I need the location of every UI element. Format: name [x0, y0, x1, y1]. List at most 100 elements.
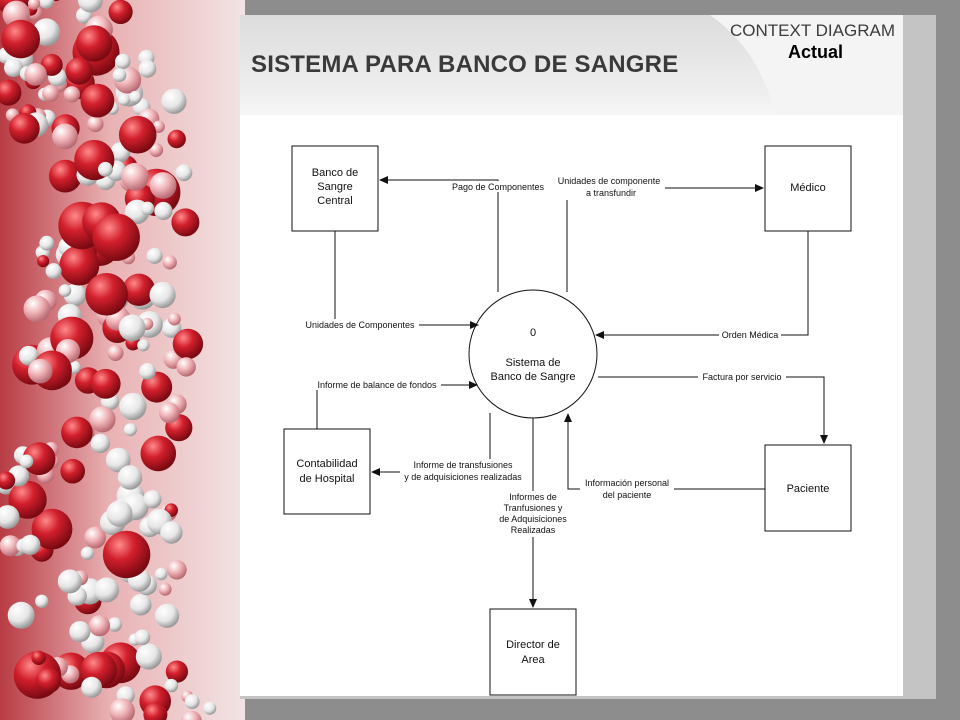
entity-contabilidad-line2: de Hospital: [299, 473, 354, 485]
blood-cell-bead: [27, 0, 41, 10]
blood-cell-bead: [154, 201, 173, 221]
svg-text:Orden Médica: Orden Médica: [722, 330, 779, 340]
svg-text:Informe de balance de fondos: Informe de balance de fondos: [317, 380, 437, 390]
blood-cell-bead: [89, 406, 116, 433]
entity-director-line2: Area: [521, 654, 545, 666]
blood-cell-bead: [107, 345, 124, 361]
svg-text:de Adquisiciones: de Adquisiciones: [499, 514, 567, 524]
blood-cell-bead: [40, 53, 63, 76]
blood-cell-bead: [143, 702, 168, 720]
blood-cell-bead: [27, 358, 53, 384]
blood-cell-bead: [0, 505, 20, 529]
blood-cell-bead: [69, 621, 91, 643]
entity-banco-line3: Central: [317, 195, 352, 207]
blood-cell-bead: [155, 567, 168, 581]
blood-cell-bead: [19, 454, 34, 469]
blood-cell-bead: [143, 490, 162, 509]
blood-cell-bead: [31, 508, 73, 550]
blood-cell-bead: [88, 615, 111, 637]
blood-cell-bead: [81, 676, 103, 698]
flow-label-informes-director: Informes de Tranfusiones y de Adquisicio…: [492, 491, 574, 537]
diagram-panel: SISTEMA PARA BANCO DE SANGRE CONTEXT DIA…: [240, 15, 903, 696]
blood-cell-bead: [176, 357, 196, 377]
flow-unidades-transfundir: [566, 184, 764, 292]
blood-cell-bead: [80, 83, 115, 118]
blood-cell-bead: [106, 447, 131, 473]
flow-label-informe-balance: Informe de balance de fondos: [313, 379, 441, 390]
blood-cell-bead: [139, 363, 156, 380]
blood-cell-bead: [60, 458, 85, 484]
blood-cell-bead: [58, 284, 72, 297]
blood-cell-bead: [119, 392, 147, 421]
svg-text:Unidades de componente: Unidades de componente: [558, 176, 661, 186]
flow-pago-componentes: [379, 176, 499, 292]
blood-cell-bead: [0, 535, 21, 557]
blood-cell-bead: [158, 582, 172, 596]
blood-cell-bead: [65, 57, 93, 85]
entity-director-area: Director de Area: [489, 608, 577, 696]
blood-cell-bead: [134, 629, 151, 646]
flow-label-unidades-transfundir: Unidades de componente a transfundir: [553, 175, 665, 200]
flow-label-orden-medica: Orden Médica: [719, 329, 781, 340]
svg-text:Informes de: Informes de: [509, 492, 557, 502]
entity-paciente-label: Paciente: [787, 483, 830, 495]
entity-banco-line1: Banco de: [312, 167, 358, 179]
blood-cell-bead: [102, 530, 151, 579]
entity-banco-sangre-central: Banco de Sangre Central: [291, 145, 379, 232]
entity-contabilidad-line1: Contabilidad: [296, 458, 357, 470]
blood-cell-bead: [0, 471, 16, 490]
flow-label-factura: Factura por servicio: [698, 371, 786, 382]
blood-cell-bead: [184, 694, 200, 710]
svg-text:y de adquisiciones realizadas: y de adquisiciones realizadas: [404, 472, 522, 482]
flow-label-informacion-personal: Información personal del paciente: [580, 477, 674, 501]
entity-director-line1: Director de: [506, 639, 560, 651]
blood-cell-bead: [39, 235, 55, 251]
process-line2: Banco de Sangre: [490, 371, 575, 383]
blood-cell-bead: [165, 660, 188, 683]
blood-cell-bead: [162, 255, 177, 270]
blood-cell-bead: [161, 88, 187, 114]
blood-cell-bead: [45, 263, 62, 280]
svg-text:Informe de transfusiones: Informe de transfusiones: [413, 460, 513, 470]
blood-cell-bead: [203, 701, 217, 715]
diagram-type-label: CONTEXT DIAGRAM: [730, 21, 895, 40]
blood-cell-bead: [118, 115, 157, 154]
blood-cell-bead: [94, 577, 120, 603]
blood-cell-bead: [117, 465, 143, 490]
blood-cell-bead: [155, 603, 180, 628]
blood-cell-bead: [107, 617, 123, 632]
entity-medico: Médico: [764, 145, 852, 232]
blood-cell-bead: [1, 19, 40, 59]
blood-cell-bead: [135, 643, 162, 670]
blood-cell-bead: [37, 255, 50, 268]
blood-cell-bead: [20, 534, 41, 556]
flow-informe-balance: [316, 381, 478, 429]
blood-cell-bead: [92, 213, 140, 261]
entity-paciente: Paciente: [764, 444, 852, 532]
blood-cell-bead: [87, 115, 104, 133]
svg-text:Realizadas: Realizadas: [511, 525, 556, 535]
blood-cell-bead: [118, 93, 131, 106]
entity-banco-line2: Sangre: [317, 181, 352, 193]
svg-text:del paciente: del paciente: [603, 490, 652, 500]
blood-cell-bead: [108, 0, 133, 24]
blood-cell-bead: [123, 423, 137, 437]
blood-cell-bead: [9, 113, 40, 144]
flow-label-pago: Pago de Componentes: [447, 181, 549, 192]
blood-cell-bead: [57, 569, 82, 594]
header-band: SISTEMA PARA BANCO DE SANGRE CONTEXT DIA…: [240, 15, 903, 115]
svg-text:Unidades de Componentes: Unidades de Componentes: [305, 320, 415, 330]
flow-orden-medica: [595, 231, 809, 339]
blood-cell-bead: [180, 710, 202, 720]
blood-cell-bead: [38, 0, 55, 9]
entity-medico-label: Médico: [790, 182, 825, 194]
process-line1: Sistema de: [505, 357, 560, 369]
blood-cell-bead: [121, 162, 149, 191]
blood-cell-bead: [140, 201, 155, 216]
svg-text:Tranfusiones y: Tranfusiones y: [504, 503, 563, 513]
svg-text:a transfundir: a transfundir: [586, 188, 636, 198]
svg-text:Pago de Componentes: Pago de Componentes: [452, 182, 545, 192]
blood-cell-bead: [84, 526, 107, 549]
blood-cell-bead: [129, 90, 142, 104]
blood-cell-bead: [0, 79, 22, 106]
